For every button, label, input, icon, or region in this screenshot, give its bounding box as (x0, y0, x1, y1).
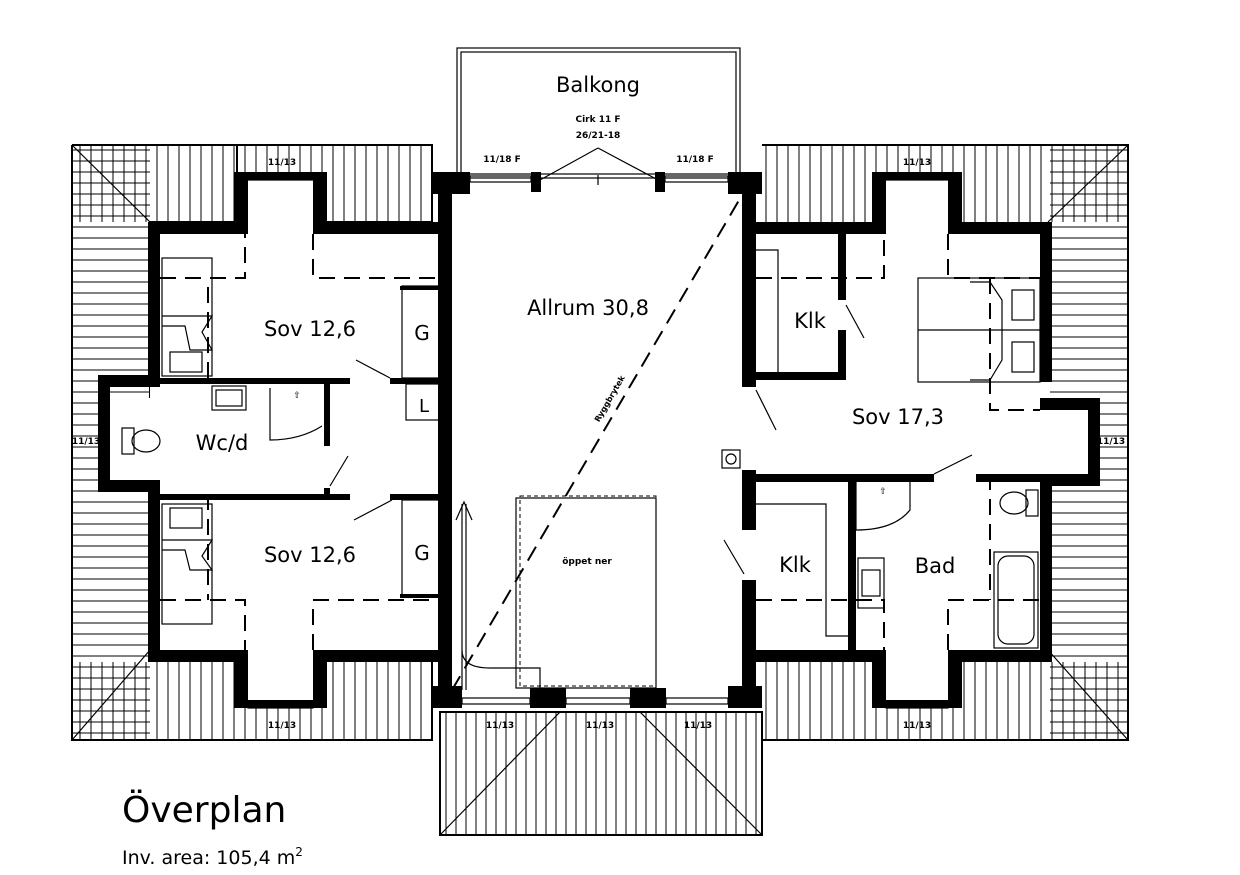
window-label-11-18-right: 11/18 F (676, 155, 714, 165)
plan-title: Överplan (122, 789, 286, 831)
balcony-note-1: Cirk 11 F (575, 115, 620, 125)
window-labels: 11/13 11/13 11/13 11/13 11/13 11/13 11/1… (72, 158, 1125, 731)
balcony-note-2: 26/21-18 (576, 131, 621, 141)
windows (99, 173, 1099, 709)
title-block: Överplan Inv. area: 105,4 m2 (122, 789, 303, 869)
room-label-closet-top: Klk (794, 309, 827, 333)
balcony-label: Balkong (556, 73, 640, 97)
svg-text:⇧: ⇧ (293, 391, 301, 401)
room-labels: Allrum 30,8 Sov 12,6 Sov 12,6 Wc/d G G L… (196, 296, 956, 578)
window-label-top-left: 11/13 (268, 158, 296, 168)
room-label-wc: Wc/d (196, 431, 249, 455)
room-label-storage-bottom: G (414, 541, 430, 565)
svg-text:⇧: ⇧ (879, 487, 887, 497)
window-label-bottom-left: 11/13 (268, 721, 296, 731)
window-label-11-18-left: 11/18 F (483, 155, 521, 165)
window-label-left: 11/13 (72, 437, 100, 447)
walls (98, 172, 1100, 708)
room-label-bedroom-right: Sov 17,3 (852, 405, 944, 429)
room-label-storage-top: G (414, 321, 430, 345)
balcony: Balkong Cirk 11 F 26/21-18 11/18 F 11/18… (456, 47, 741, 185)
area-text: Inv. area: 105,4 m (122, 847, 295, 869)
room-label-linen: L (419, 396, 429, 417)
roof-bottom-hatching (445, 712, 757, 835)
window-label-right: 11/13 (1097, 437, 1125, 447)
area-label: Inv. area: 105,4 m2 (122, 845, 303, 869)
window-label-bottom-center-left: 11/13 (486, 721, 514, 731)
room-label-bedroom-bottom-left: Sov 12,6 (264, 543, 356, 567)
room-label-living: Allrum 30,8 (527, 296, 649, 320)
furniture: ⇧ ⇧ (121, 249, 1041, 690)
room-label-bedroom-top-left: Sov 12,6 (264, 317, 356, 341)
room-label-closet-bottom: Klk (779, 553, 812, 577)
floor-area (100, 175, 1100, 705)
window-label-bottom-center: 11/13 (586, 721, 614, 731)
area-superscript: 2 (295, 845, 303, 859)
window-label-top-right: 11/13 (903, 158, 931, 168)
room-label-open-below: öppet ner (562, 557, 612, 567)
window-label-bottom-center-right: 11/13 (684, 721, 712, 731)
room-label-bath: Bad (915, 554, 956, 578)
window-label-bottom-right: 11/13 (903, 721, 931, 731)
